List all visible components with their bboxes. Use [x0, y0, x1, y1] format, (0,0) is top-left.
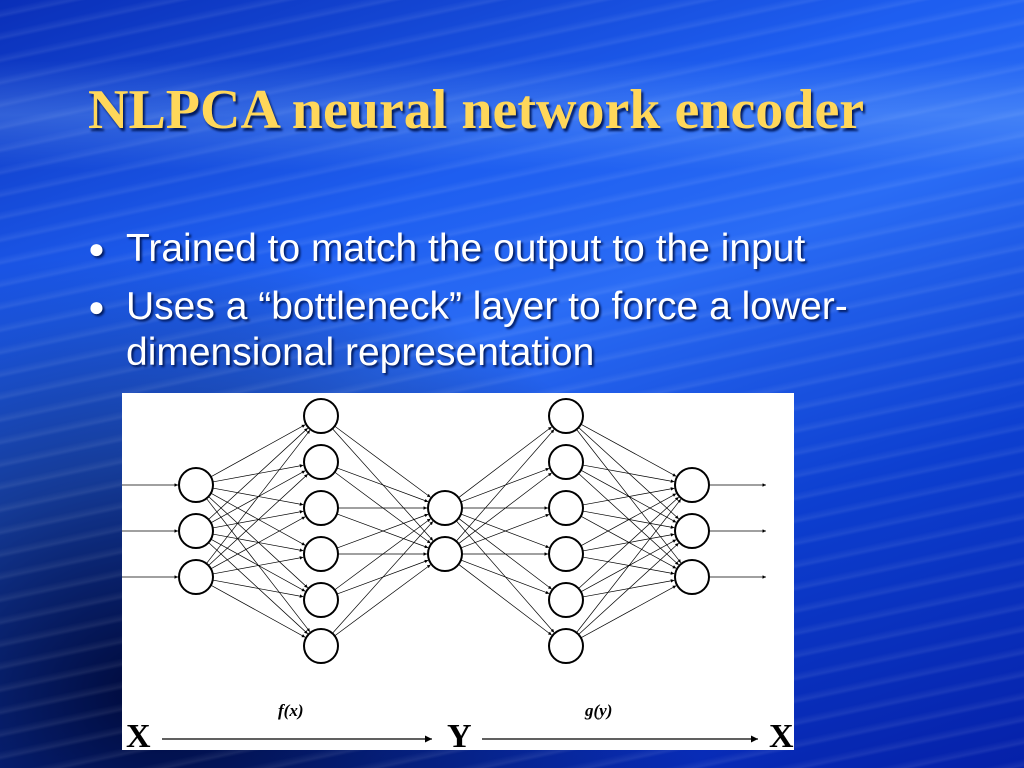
network-diagram: f(x) g(y) X Y X: [122, 393, 794, 750]
slide-title: NLPCA neural network encoder: [88, 79, 865, 141]
g-function-label: g(y): [584, 701, 612, 720]
network-nodes: [178, 398, 710, 664]
bullet-dot-icon: ●: [88, 233, 105, 264]
node-hidden-1: [303, 582, 339, 618]
connection-edge: [578, 496, 679, 589]
node-hidden-1: [303, 536, 339, 572]
bullet-list: ● Trained to match the output to the inp…: [88, 226, 988, 388]
x-input-label: X: [126, 718, 151, 750]
bullet-dot-icon: ●: [88, 291, 105, 322]
connection-edge: [206, 430, 311, 564]
x-output-label: X: [769, 718, 794, 750]
node-output: [674, 513, 710, 549]
connection-edge: [580, 423, 677, 477]
connection-edge: [460, 559, 550, 594]
node-hidden-1: [303, 444, 339, 480]
connection-edge: [210, 516, 306, 570]
connection-edge: [334, 564, 431, 637]
node-input: [178, 467, 214, 503]
connection-edge: [210, 584, 306, 638]
f-function-label: f(x): [278, 701, 303, 720]
node-hidden-2: [548, 628, 584, 664]
connection-edge: [208, 473, 308, 566]
connection-edge: [336, 467, 429, 503]
connection-edge: [580, 585, 677, 639]
node-bottleneck: [427, 490, 463, 526]
y-code-label: Y: [447, 718, 472, 750]
connection-edge: [580, 493, 677, 547]
network-svg: f(x) g(y) X Y X: [122, 398, 794, 750]
node-hidden-1: [303, 398, 339, 434]
connection-edge: [582, 487, 675, 506]
bullet-text: Trained to match the output to the input: [126, 227, 806, 270]
connection-edge: [210, 424, 306, 478]
bullet-item: ● Trained to match the output to the inp…: [88, 226, 988, 272]
node-input: [178, 559, 214, 595]
node-bottleneck: [427, 536, 463, 572]
node-input: [178, 513, 214, 549]
node-hidden-2: [548, 582, 584, 618]
connection-edge: [455, 429, 555, 542]
connection-edge: [332, 521, 434, 634]
node-hidden-2: [548, 490, 584, 526]
connection-edge: [458, 472, 552, 544]
node-hidden-2: [548, 536, 584, 572]
connection-edge: [212, 556, 304, 575]
connection-edge: [208, 427, 308, 520]
node-hidden-1: [303, 490, 339, 526]
connection-edge: [458, 426, 552, 498]
connection-edge: [212, 579, 304, 598]
connection-edge: [334, 425, 431, 498]
connection-edges: [122, 423, 766, 639]
connection-edge: [578, 542, 679, 635]
node-hidden-2: [548, 444, 584, 480]
node-hidden-2: [548, 398, 584, 434]
connection-edge: [336, 513, 429, 549]
connection-edge: [458, 564, 552, 636]
node-output: [674, 467, 710, 503]
connection-edge: [334, 518, 431, 591]
node-output: [674, 559, 710, 595]
connection-edge: [576, 498, 682, 633]
bullet-text: Uses a “bottleneck” layer to force a low…: [126, 285, 848, 374]
node-hidden-1: [303, 628, 339, 664]
connection-edge: [582, 464, 675, 483]
connection-edge: [460, 514, 550, 549]
bullet-item: ● Uses a “bottleneck” layer to force a l…: [88, 284, 988, 376]
